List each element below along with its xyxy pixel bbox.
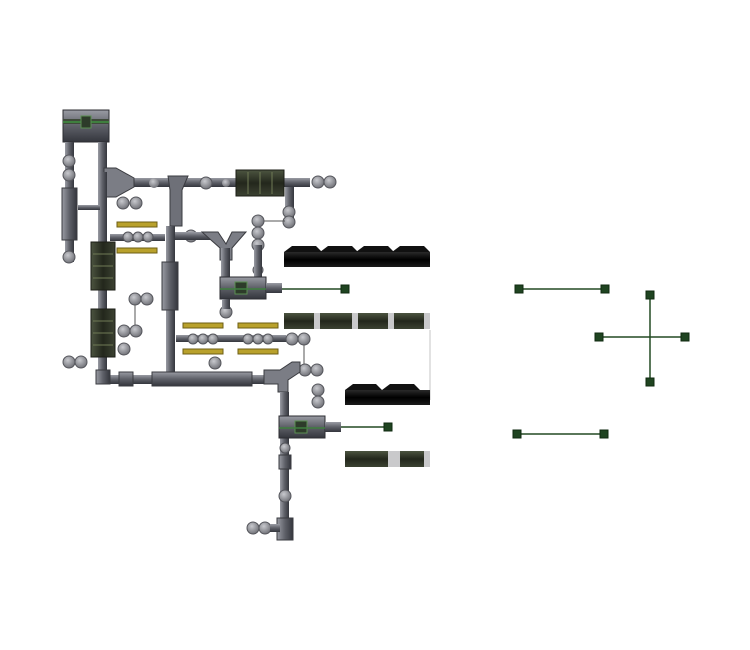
pipe-segment-icon [285, 187, 294, 222]
y-fitting [263, 361, 301, 393]
tank-strip [345, 451, 430, 467]
tank-icon[interactable] [90, 241, 116, 291]
pipe-segment-icon [222, 299, 230, 309]
pipe-fitting [278, 454, 292, 470]
terminal-icon[interactable] [594, 332, 604, 342]
pipe-segment-icon [270, 524, 280, 532]
tank-strip [284, 313, 430, 329]
header-machine[interactable] [62, 109, 110, 143]
joint-node-icon [246, 442, 292, 535]
segment-strips [284, 246, 431, 467]
terminal-icon[interactable] [680, 332, 690, 342]
y-fitting [200, 231, 248, 261]
terminal-icon[interactable] [645, 377, 655, 387]
pipe-network [61, 109, 393, 541]
pipe-segment-icon [78, 205, 100, 210]
terminal-icon[interactable] [599, 429, 609, 439]
pipe-segment-icon [221, 248, 230, 280]
pipe-segment-icon [175, 232, 215, 240]
wire-schematic [512, 284, 690, 439]
terminal-icon[interactable] [514, 284, 524, 294]
tank-icon[interactable] [235, 169, 285, 197]
filter-unit[interactable] [176, 322, 231, 355]
joint-node-icon [62, 292, 154, 369]
valve-icon[interactable] [219, 276, 282, 300]
terminal-icon[interactable] [600, 284, 610, 294]
pipe-segment-icon [254, 245, 262, 277]
valve-icon[interactable] [278, 415, 341, 439]
filter-unit[interactable] [110, 221, 165, 254]
black-segment-strip [345, 384, 430, 405]
joint-node-icon [184, 229, 222, 370]
joint-node-icon [62, 154, 76, 264]
joint-node-icon [116, 175, 337, 210]
pipe-fitting [161, 261, 179, 311]
y-fitting [167, 175, 189, 227]
pipe-fitting [118, 371, 134, 387]
terminal-icon[interactable] [340, 284, 350, 294]
joint-node-icon [285, 332, 325, 409]
filter-unit[interactable] [231, 322, 286, 355]
terminal-icon[interactable] [512, 429, 522, 439]
pipe-fitting [61, 187, 78, 241]
tank-icon[interactable] [90, 308, 116, 358]
terminal-icon[interactable] [383, 422, 393, 432]
black-segment-strip [284, 246, 430, 267]
pipe-fitting [95, 369, 111, 385]
y-fitting [103, 167, 135, 198]
terminal-icon[interactable] [645, 290, 655, 300]
pipe-fitting [151, 371, 253, 387]
joint-node-icon [282, 215, 296, 229]
